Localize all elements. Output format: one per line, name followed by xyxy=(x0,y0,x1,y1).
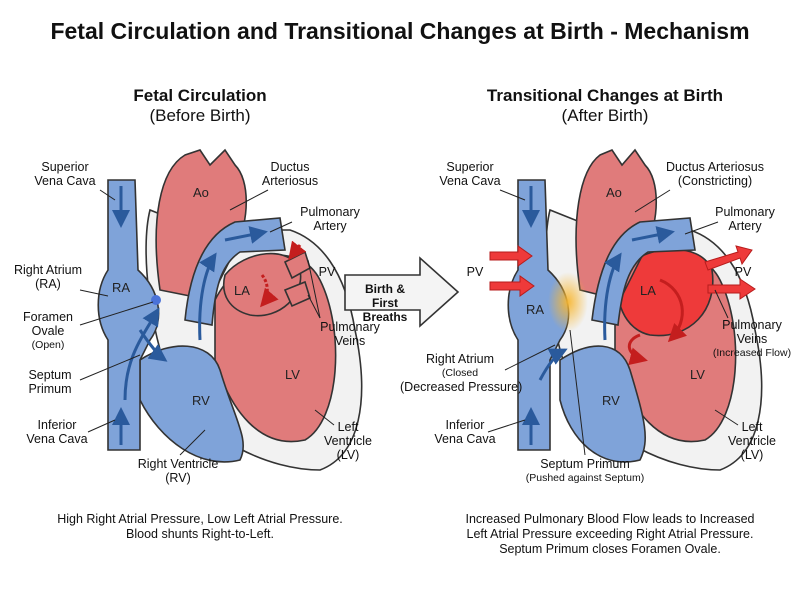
right-septum-note: (Pushed against Septum) xyxy=(525,472,645,484)
right-subtitle: (After Birth) xyxy=(561,106,649,125)
right-rv-region xyxy=(559,345,646,463)
left-leader-lines xyxy=(79,189,335,456)
left-ra-label: Right Atrium(RA) xyxy=(13,263,83,291)
page-title: Fetal Circulation and Transitional Chang… xyxy=(50,18,750,44)
right-caption: Increased Pulmonary Blood Flow leads to … xyxy=(465,512,755,556)
right-leader-lines xyxy=(487,189,739,456)
left-lv-label: LV xyxy=(285,367,300,382)
left-ivc-leader xyxy=(87,419,116,433)
left-fo-note: (Open) xyxy=(31,339,65,351)
right-pveins-note: (Increased Flow) xyxy=(712,347,792,359)
left-ra-leader xyxy=(79,289,109,297)
left-pulmonary-artery xyxy=(184,217,286,326)
right-panel-title: Transitional Changes at Birth (After Bir… xyxy=(470,86,740,126)
left-fo-leader xyxy=(79,301,154,326)
right-pv-left-label: PV xyxy=(466,265,484,279)
left-svc-leader xyxy=(99,189,116,201)
right-flow-arrows xyxy=(522,186,687,445)
left-title: Fetal Circulation xyxy=(133,86,267,105)
left-pveins-leader-2 xyxy=(307,294,321,319)
left-rv-label: RV xyxy=(192,393,210,408)
left-la-label: LA xyxy=(234,283,250,298)
left-pa-leader xyxy=(269,221,293,233)
left-pv-label: PV xyxy=(318,265,336,279)
right-ductus-label: Ductus Arteriosus(Constricting) xyxy=(666,160,764,188)
right-pv-right-label: PV xyxy=(734,265,752,279)
right-septum-label: Septum Primum (Pushed against Septum) xyxy=(510,457,660,485)
right-fo-closure-glow xyxy=(548,272,588,332)
left-lv-leader xyxy=(314,409,335,426)
right-ivc-leader xyxy=(487,419,526,433)
left-caption: High Right Atrial Pressure, Low Left Atr… xyxy=(57,512,343,541)
left-pa-flow-arrow xyxy=(224,226,268,244)
left-rv-pa-flow-arrow xyxy=(198,252,217,341)
left-foramen-ovale-marker xyxy=(151,295,161,305)
right-heart xyxy=(507,148,763,471)
right-rv-label: RV xyxy=(602,393,620,408)
right-svc-leader xyxy=(499,189,526,201)
right-lv-label: LV xyxy=(690,367,705,382)
left-rv-region xyxy=(139,345,244,463)
left-subtitle: (Before Birth) xyxy=(149,106,251,125)
left-flow-arrows xyxy=(112,186,307,445)
right-pa-flow-arrow xyxy=(631,226,675,244)
birth-arrow xyxy=(344,256,460,328)
left-rv-leader xyxy=(179,429,206,456)
right-ra-label: Right Atrium (Closed (Decreased Pressure… xyxy=(400,352,523,394)
right-ra-short-label: RA xyxy=(526,302,545,317)
right-pv-right-arrow-2 xyxy=(707,278,756,300)
right-septum-leader xyxy=(569,329,586,456)
right-pa-leader xyxy=(684,221,719,235)
left-ductus-leader xyxy=(229,189,269,211)
left-la-flow-arrow xyxy=(260,274,279,308)
left-ao-label: Ao xyxy=(193,185,209,200)
right-ao-label: Ao xyxy=(606,185,622,200)
right-pv-left-arrow-2 xyxy=(489,275,535,297)
birth-arrow-label: Birth & First Breaths xyxy=(362,282,408,324)
left-pveins-leader-1 xyxy=(307,259,321,319)
right-pveins-leader xyxy=(714,289,729,319)
right-rv-pa-flow-arrow xyxy=(603,252,622,341)
right-la-flow-arrow xyxy=(659,278,687,343)
left-ra-short-label: RA xyxy=(112,280,131,295)
left-vena-cava xyxy=(97,179,160,451)
left-rv-full-label: Right Ventricle(RV) xyxy=(137,457,219,485)
right-pulmonary-artery xyxy=(591,217,696,326)
left-pv-flow-arrow xyxy=(288,240,307,261)
left-heart xyxy=(97,148,363,471)
left-fo-shunt-arrow xyxy=(138,329,168,362)
right-pv-right-arrow-1 xyxy=(704,245,753,271)
left-ra-rv-flow-arrow xyxy=(123,307,160,401)
right-title: Transitional Changes at Birth xyxy=(486,86,724,105)
left-panel-title: Fetal Circulation (Before Birth) xyxy=(70,86,330,126)
right-ra-leader xyxy=(504,344,556,371)
right-ra-rv-flow-arrow xyxy=(538,348,568,381)
right-la-label: LA xyxy=(640,283,656,298)
left-septum-leader xyxy=(79,354,141,381)
right-pv-arrows xyxy=(489,245,756,300)
right-pv-left-arrow-1 xyxy=(489,245,533,267)
right-la-return-arrow xyxy=(627,333,648,366)
right-lv-leader xyxy=(714,409,739,426)
right-ductus-leader xyxy=(634,189,671,213)
